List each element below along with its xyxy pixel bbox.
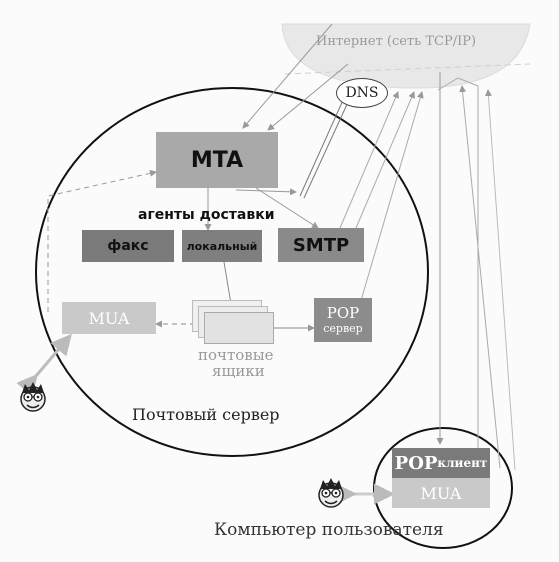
internet-cloud xyxy=(281,23,531,89)
pop-client-box: POP клиент xyxy=(392,448,490,478)
user-face-icon xyxy=(20,382,46,412)
dns-node: DNS xyxy=(336,78,388,108)
local-agent-label: локальный xyxy=(186,239,258,253)
pop-server-label: POP xyxy=(326,303,360,322)
mail-server-label: Почтовый сервер xyxy=(132,405,280,424)
local-agent-box: локальный xyxy=(182,230,262,262)
pop-client-label: POP xyxy=(394,452,438,474)
internet-label: Интернет (сеть TCP/IP) xyxy=(316,34,477,49)
fax-agent-label: факс xyxy=(107,238,149,254)
fax-agent-box: факс xyxy=(82,230,174,262)
user-computer-label: Компьютер пользователя xyxy=(214,520,444,540)
client-mua-label: MUA xyxy=(420,483,462,503)
pop-server-sublabel: сервер xyxy=(323,321,363,335)
pop-client-suffix: клиент xyxy=(437,456,488,470)
client-user-face-icon xyxy=(318,478,344,508)
client-mua-box: MUA xyxy=(392,478,490,508)
mta-box: MTA xyxy=(156,132,278,188)
mta-label: MTA xyxy=(190,147,244,173)
smtp-agent-box: SMTP xyxy=(278,228,364,262)
server-mua-box: MUA xyxy=(62,302,156,334)
dns-label: DNS xyxy=(345,85,379,101)
mailboxes-line1: почтовые xyxy=(198,346,274,364)
pop-server-box: POP сервер xyxy=(314,298,372,342)
server-mua-label: MUA xyxy=(88,308,130,328)
mailboxes-line2: ящики xyxy=(212,362,265,380)
mail-server-circle xyxy=(35,87,429,457)
smtp-agent-label: SMTP xyxy=(292,234,350,256)
delivery-agents-title: агенты доставки xyxy=(138,207,275,223)
mailboxes-stack xyxy=(188,300,278,346)
